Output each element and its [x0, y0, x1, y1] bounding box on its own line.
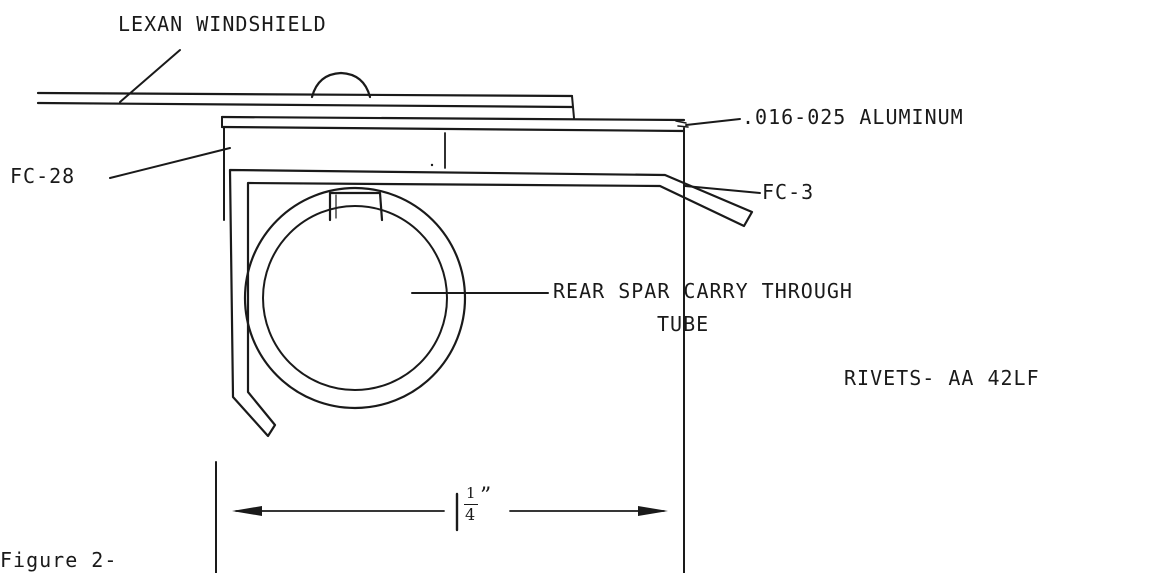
dimension-denominator: 4 [465, 505, 476, 524]
dimension-label: 1 4 ” [462, 486, 512, 536]
rear-spar-label-line2: TUBE [657, 312, 710, 336]
fc-28-block [223, 127, 446, 221]
carry-through-tube [243, 186, 467, 410]
lexan-windshield-label: LEXAN WINDSHIELD [118, 12, 327, 36]
leader-lexan [119, 49, 181, 103]
dimension-fraction-bar [464, 504, 478, 505]
fc-3-bracket [228, 168, 754, 438]
dimension-numerator: 1 [466, 484, 476, 502]
leader-lines [109, 49, 761, 294]
rivet-head [310, 71, 372, 99]
dimension-extension-lines [215, 127, 685, 573]
fc-3-label: FC-3 [762, 180, 815, 204]
rivets-label: RIVETS- AA 42LF [844, 366, 1040, 390]
lexan-windshield-panel [36, 91, 575, 119]
aluminum-label: .016-025 ALUMINUM [742, 105, 964, 129]
leader-aluminum [685, 118, 741, 126]
figure-caption: Figure 2- [0, 548, 118, 572]
aluminum-strip [220, 115, 689, 133]
leader-fc-28 [109, 147, 231, 179]
dimension-unit: ” [480, 484, 492, 509]
fc-28-label: FC-28 [10, 164, 76, 188]
leader-fc-3 [684, 185, 761, 194]
rear-spar-label-line1: REAR SPAR CARRY THROUGH [553, 279, 853, 303]
dimension-arrow [232, 492, 668, 532]
